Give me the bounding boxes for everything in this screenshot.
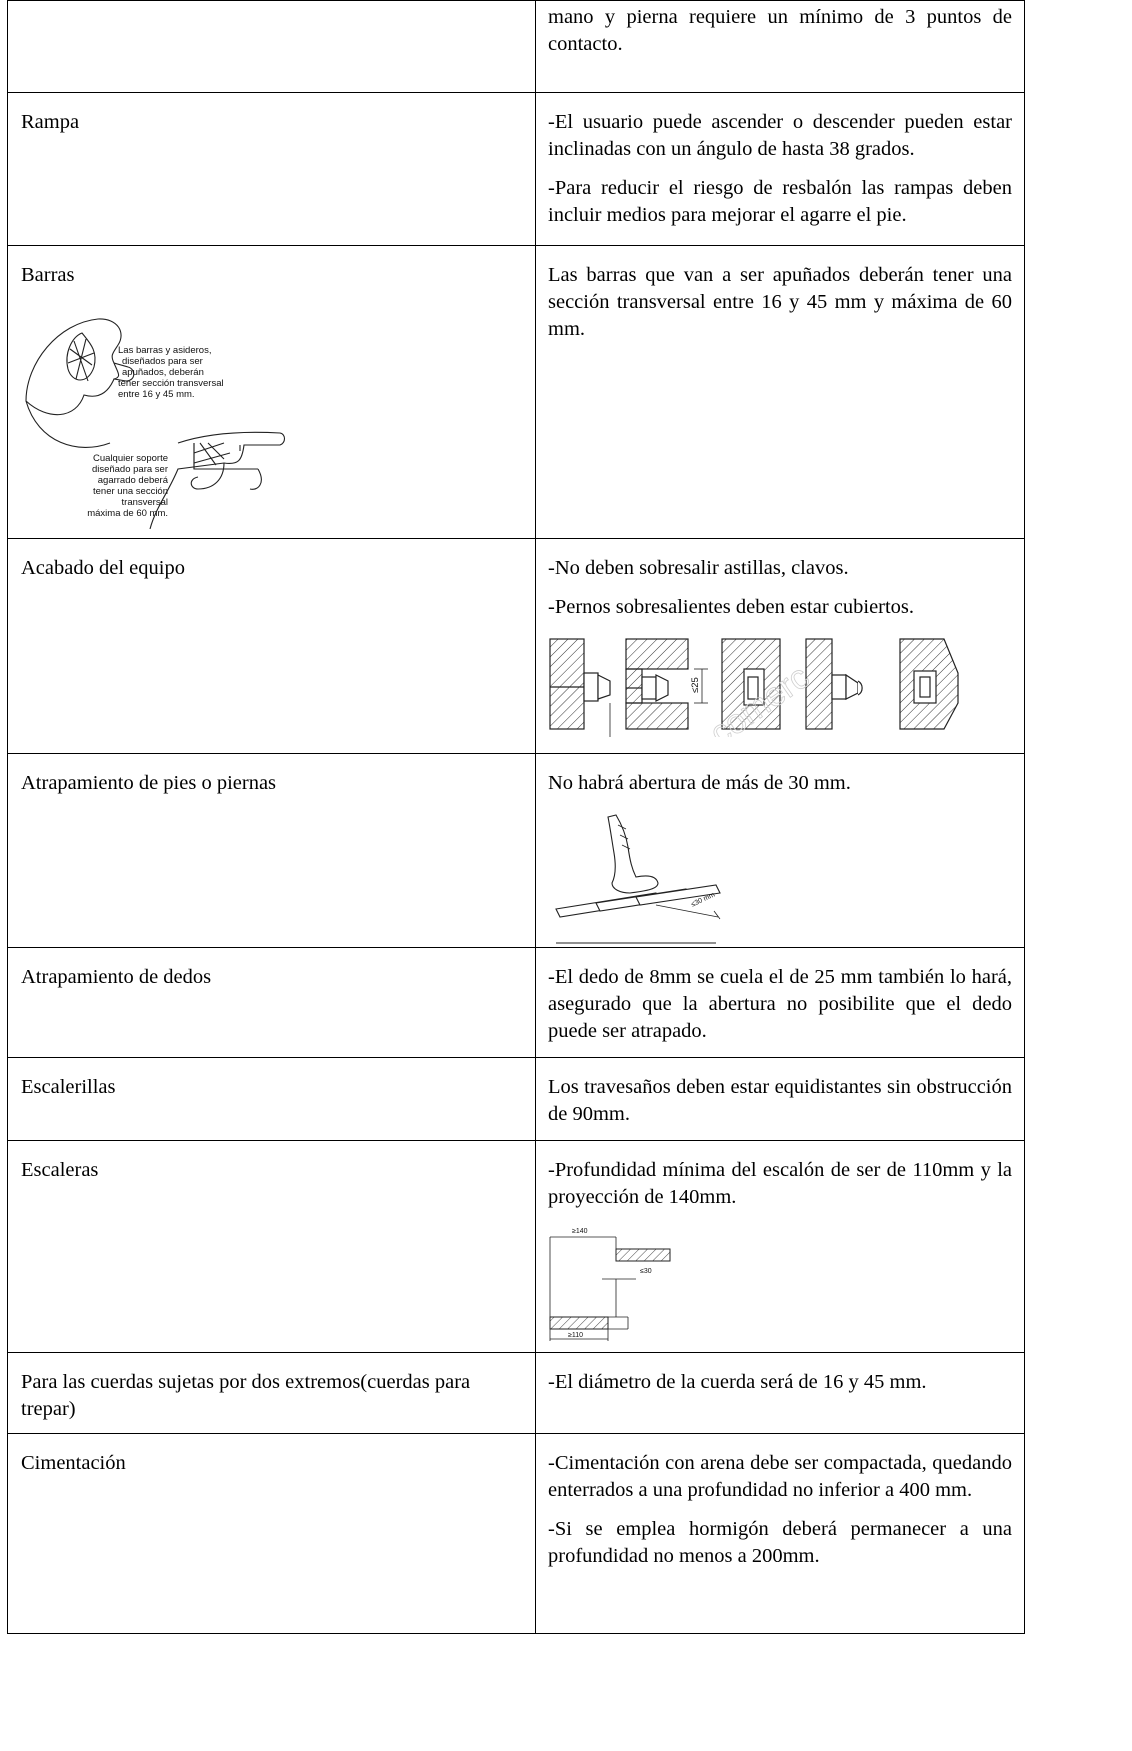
content-paragraph: Los travesaños deben estar equidistantes… xyxy=(548,1076,1012,1125)
row-label: Para las cuerdas sujetas por dos extremo… xyxy=(21,1371,471,1420)
row-content-cell: Los travesaños deben estar equidistantes… xyxy=(535,1057,1025,1141)
figure-note-line: tener sección transversal xyxy=(118,378,224,389)
row-label: Cimentación xyxy=(21,1452,126,1474)
row-content-cell: -Cimentación con arena debe ser compacta… xyxy=(535,1433,1025,1634)
row-content-cell: -El diámetro de la cuerda será de 16 y 4… xyxy=(535,1352,1025,1434)
row-label-cell: Escaleras xyxy=(7,1140,536,1353)
table-row: mano y pierna requiere un mínimo de 3 pu… xyxy=(7,0,1025,93)
row-label-cell: Para las cuerdas sujetas por dos extremo… xyxy=(7,1352,536,1434)
figure-note-line: apuñados, deberán xyxy=(122,367,204,378)
figure-note-line: tener una sección xyxy=(93,486,168,497)
figure-note-line: transversal xyxy=(122,497,168,508)
row-label-cell: Barras Las barras y asideros, diseñados … xyxy=(7,245,536,539)
row-content-cell: No habrá abertura de más de 30 mm. ≤30 m… xyxy=(535,753,1025,948)
figure-note-line: Cualquier soporte xyxy=(93,453,168,464)
row-label: Escalerillas xyxy=(21,1076,116,1098)
row-content-cell: Las barras que van a ser apuñados deberá… xyxy=(535,245,1025,539)
row-label: Atrapamiento de dedos xyxy=(21,966,212,988)
table-row: Barras Las barras y asideros, diseñados … xyxy=(7,245,1025,539)
row-label-cell: Rampa xyxy=(7,92,536,246)
row-label-cell xyxy=(7,0,536,93)
content-paragraph: -El usuario puede ascender o descender p… xyxy=(548,111,1012,160)
content-paragraph: -Para reducir el riesgo de resbalón las … xyxy=(548,177,1012,226)
dimension-label: ≤25 xyxy=(690,677,701,693)
row-content-cell: mano y pierna requiere un mínimo de 3 pu… xyxy=(535,0,1025,93)
row-label: Escaleras xyxy=(21,1159,99,1181)
figure-note-line: Las barras y asideros, xyxy=(118,345,211,356)
content-paragraph: -Si se emplea hormigón deberá permanecer… xyxy=(548,1518,1012,1567)
row-content-cell: -El usuario puede ascender o descender p… xyxy=(535,92,1025,246)
figure-note-line: entre 16 y 45 mm. xyxy=(118,389,195,400)
dimension-label: ≥110 xyxy=(568,1332,583,1339)
figure-note-line: agarrado deberá xyxy=(98,475,169,486)
table-row: Para las cuerdas sujetas por dos extremo… xyxy=(7,1352,1025,1434)
covered-bolts-figure: ≤25 comerc xyxy=(549,638,959,737)
content-paragraph: mano y pierna requiere un mínimo de 3 pu… xyxy=(548,6,1012,55)
table-row: Escalerillas Los travesaños deben estar … xyxy=(7,1057,1025,1141)
stair-dimensions-figure: ≥140 ≤30 ≥110 xyxy=(549,1228,671,1341)
row-label: Barras xyxy=(21,264,75,286)
row-label-cell: Acabado del equipo xyxy=(7,538,536,754)
row-content-cell: -Profundidad mínima del escalón de ser d… xyxy=(535,1140,1025,1353)
foot-gap-figure: ≤30 mm xyxy=(555,814,721,944)
dimension-label: ≤30 xyxy=(640,1268,652,1275)
content-paragraph: No habrá abertura de más de 30 mm. xyxy=(548,772,851,794)
figure-note-line: diseñados para ser xyxy=(122,356,203,367)
table-row: Cimentación -Cimentación con arena debe … xyxy=(7,1433,1025,1634)
table-row: Rampa -El usuario puede ascender o desce… xyxy=(7,92,1025,246)
content-paragraph: Las barras que van a ser apuñados deberá… xyxy=(548,264,1012,340)
content-paragraph: -El dedo de 8mm se cuela el de 25 mm tam… xyxy=(548,966,1012,1042)
figure-note-line: máxima de 60 mm. xyxy=(87,508,168,519)
requirements-table: mano y pierna requiere un mínimo de 3 pu… xyxy=(7,0,1025,1634)
table-row: Atrapamiento de pies o piernas No habrá … xyxy=(7,753,1025,948)
figure-note-line: diseñado para ser xyxy=(92,464,168,475)
row-label-cell: Escalerillas xyxy=(7,1057,536,1141)
content-paragraph: -Profundidad mínima del escalón de ser d… xyxy=(548,1159,1012,1208)
row-label: Rampa xyxy=(21,111,80,133)
dimension-label: ≥140 xyxy=(572,1228,588,1235)
table-row: Acabado del equipo -No deben sobresalir … xyxy=(7,538,1025,754)
row-label-cell: Atrapamiento de dedos xyxy=(7,947,536,1058)
content-paragraph: -No deben sobresalir astillas, clavos. xyxy=(548,557,849,579)
row-label-cell: Atrapamiento de pies o piernas xyxy=(7,753,536,948)
row-label-cell: Cimentación xyxy=(7,1433,536,1634)
table-row: Atrapamiento de dedos -El dedo de 8mm se… xyxy=(7,947,1025,1058)
row-label: Acabado del equipo xyxy=(21,557,185,579)
row-content-cell: -No deben sobresalir astillas, clavos. -… xyxy=(535,538,1025,754)
row-label: Atrapamiento de pies o piernas xyxy=(21,772,277,794)
content-paragraph: -Pernos sobresalientes deben estar cubie… xyxy=(548,596,915,618)
content-paragraph: -Cimentación con arena debe ser compacta… xyxy=(548,1452,1012,1501)
row-content-cell: -El dedo de 8mm se cuela el de 25 mm tam… xyxy=(535,947,1025,1058)
content-paragraph: -El diámetro de la cuerda será de 16 y 4… xyxy=(548,1371,927,1393)
grip-hands-figure: Las barras y asideros, diseñados para se… xyxy=(25,318,286,529)
table-row: Escaleras -Profundidad mínima del escaló… xyxy=(7,1140,1025,1353)
